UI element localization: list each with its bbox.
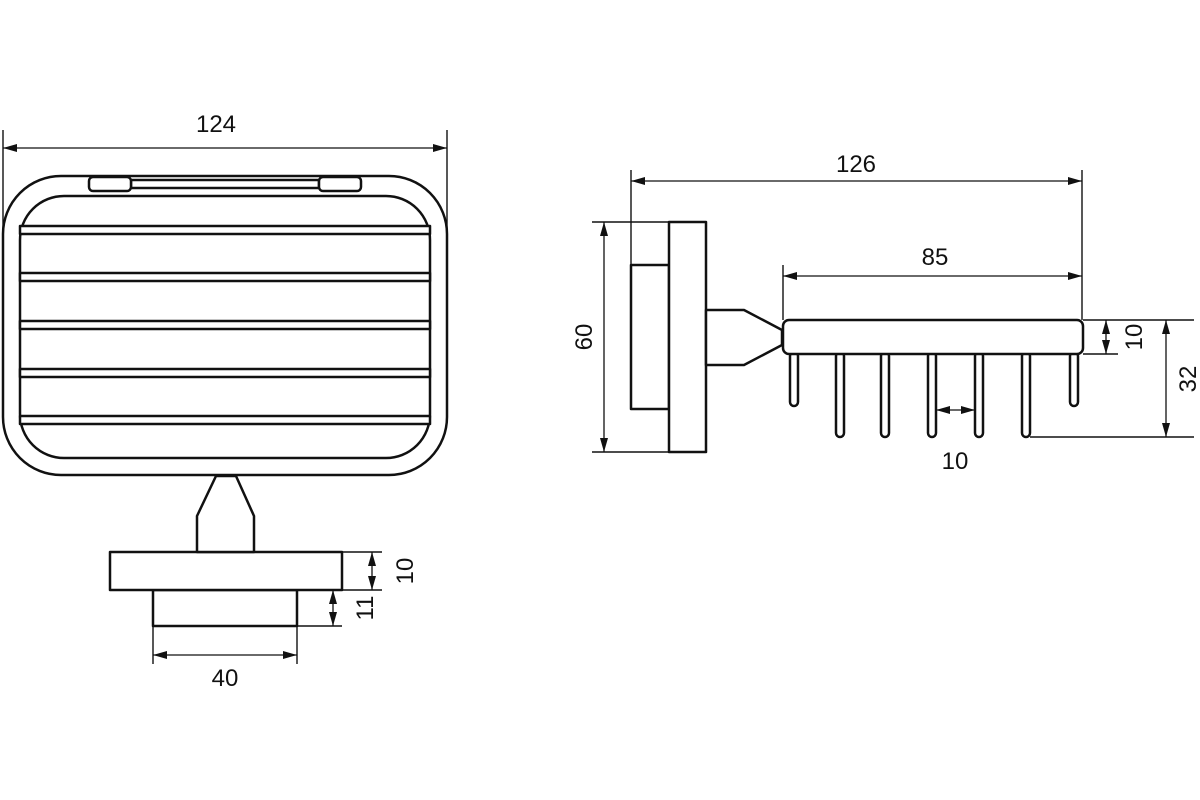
dimension-total-depth: 32	[1030, 320, 1200, 438]
tray-pin	[834, 350, 846, 439]
dimension-total-length: 126	[630, 151, 1083, 320]
top-tab-left	[87, 175, 133, 193]
basket-bar	[18, 224, 432, 236]
basket-bar	[18, 271, 432, 283]
tray-pins	[788, 350, 1080, 439]
tray-pin	[788, 350, 800, 408]
mount-width-label: 40	[212, 665, 239, 692]
mount-height-label: 11	[352, 596, 379, 621]
total-depth-label: 32	[1175, 366, 1200, 393]
dimension-tray-thickness: 10	[1083, 319, 1194, 355]
base-plate	[108, 550, 344, 592]
neck-connector	[195, 474, 256, 554]
dimension-width: 124	[2, 111, 448, 230]
basket-bar	[18, 319, 432, 331]
top-tab-right	[317, 175, 363, 193]
top-rail	[129, 178, 321, 190]
pin-spacing-label: 10	[942, 448, 969, 475]
tray-pin	[879, 350, 891, 439]
dimension-mount-width: 40	[152, 626, 298, 692]
tray-length-label: 85	[922, 244, 949, 271]
dimension-mount-height: 11	[297, 590, 379, 627]
basket-bar	[18, 414, 432, 426]
dimension-base-height: 10	[342, 551, 419, 591]
cover-plate	[667, 220, 708, 454]
side-view: 126 85 60 10 32	[571, 151, 1200, 475]
total-length-label: 126	[836, 151, 876, 178]
tray-thickness-label: 10	[1121, 324, 1148, 351]
tray-pin	[926, 350, 938, 439]
wall-plate	[629, 263, 671, 411]
width-label: 124	[196, 111, 236, 138]
basket-bar	[18, 367, 432, 379]
wall-mount-block	[151, 588, 299, 628]
dimension-tray-length: 85	[782, 244, 1082, 320]
tray-top	[781, 318, 1085, 356]
plate-height-label: 60	[571, 324, 598, 351]
dimension-pin-spacing: 10	[936, 406, 975, 475]
dimension-plate-height: 60	[571, 221, 669, 453]
tray-pin	[1068, 350, 1080, 408]
tray-pin	[973, 350, 985, 439]
connector-arm	[704, 308, 784, 367]
tray-pin	[1020, 350, 1032, 439]
base-height-label: 10	[392, 558, 419, 585]
front-view: 124 10 11 40	[1, 111, 449, 692]
